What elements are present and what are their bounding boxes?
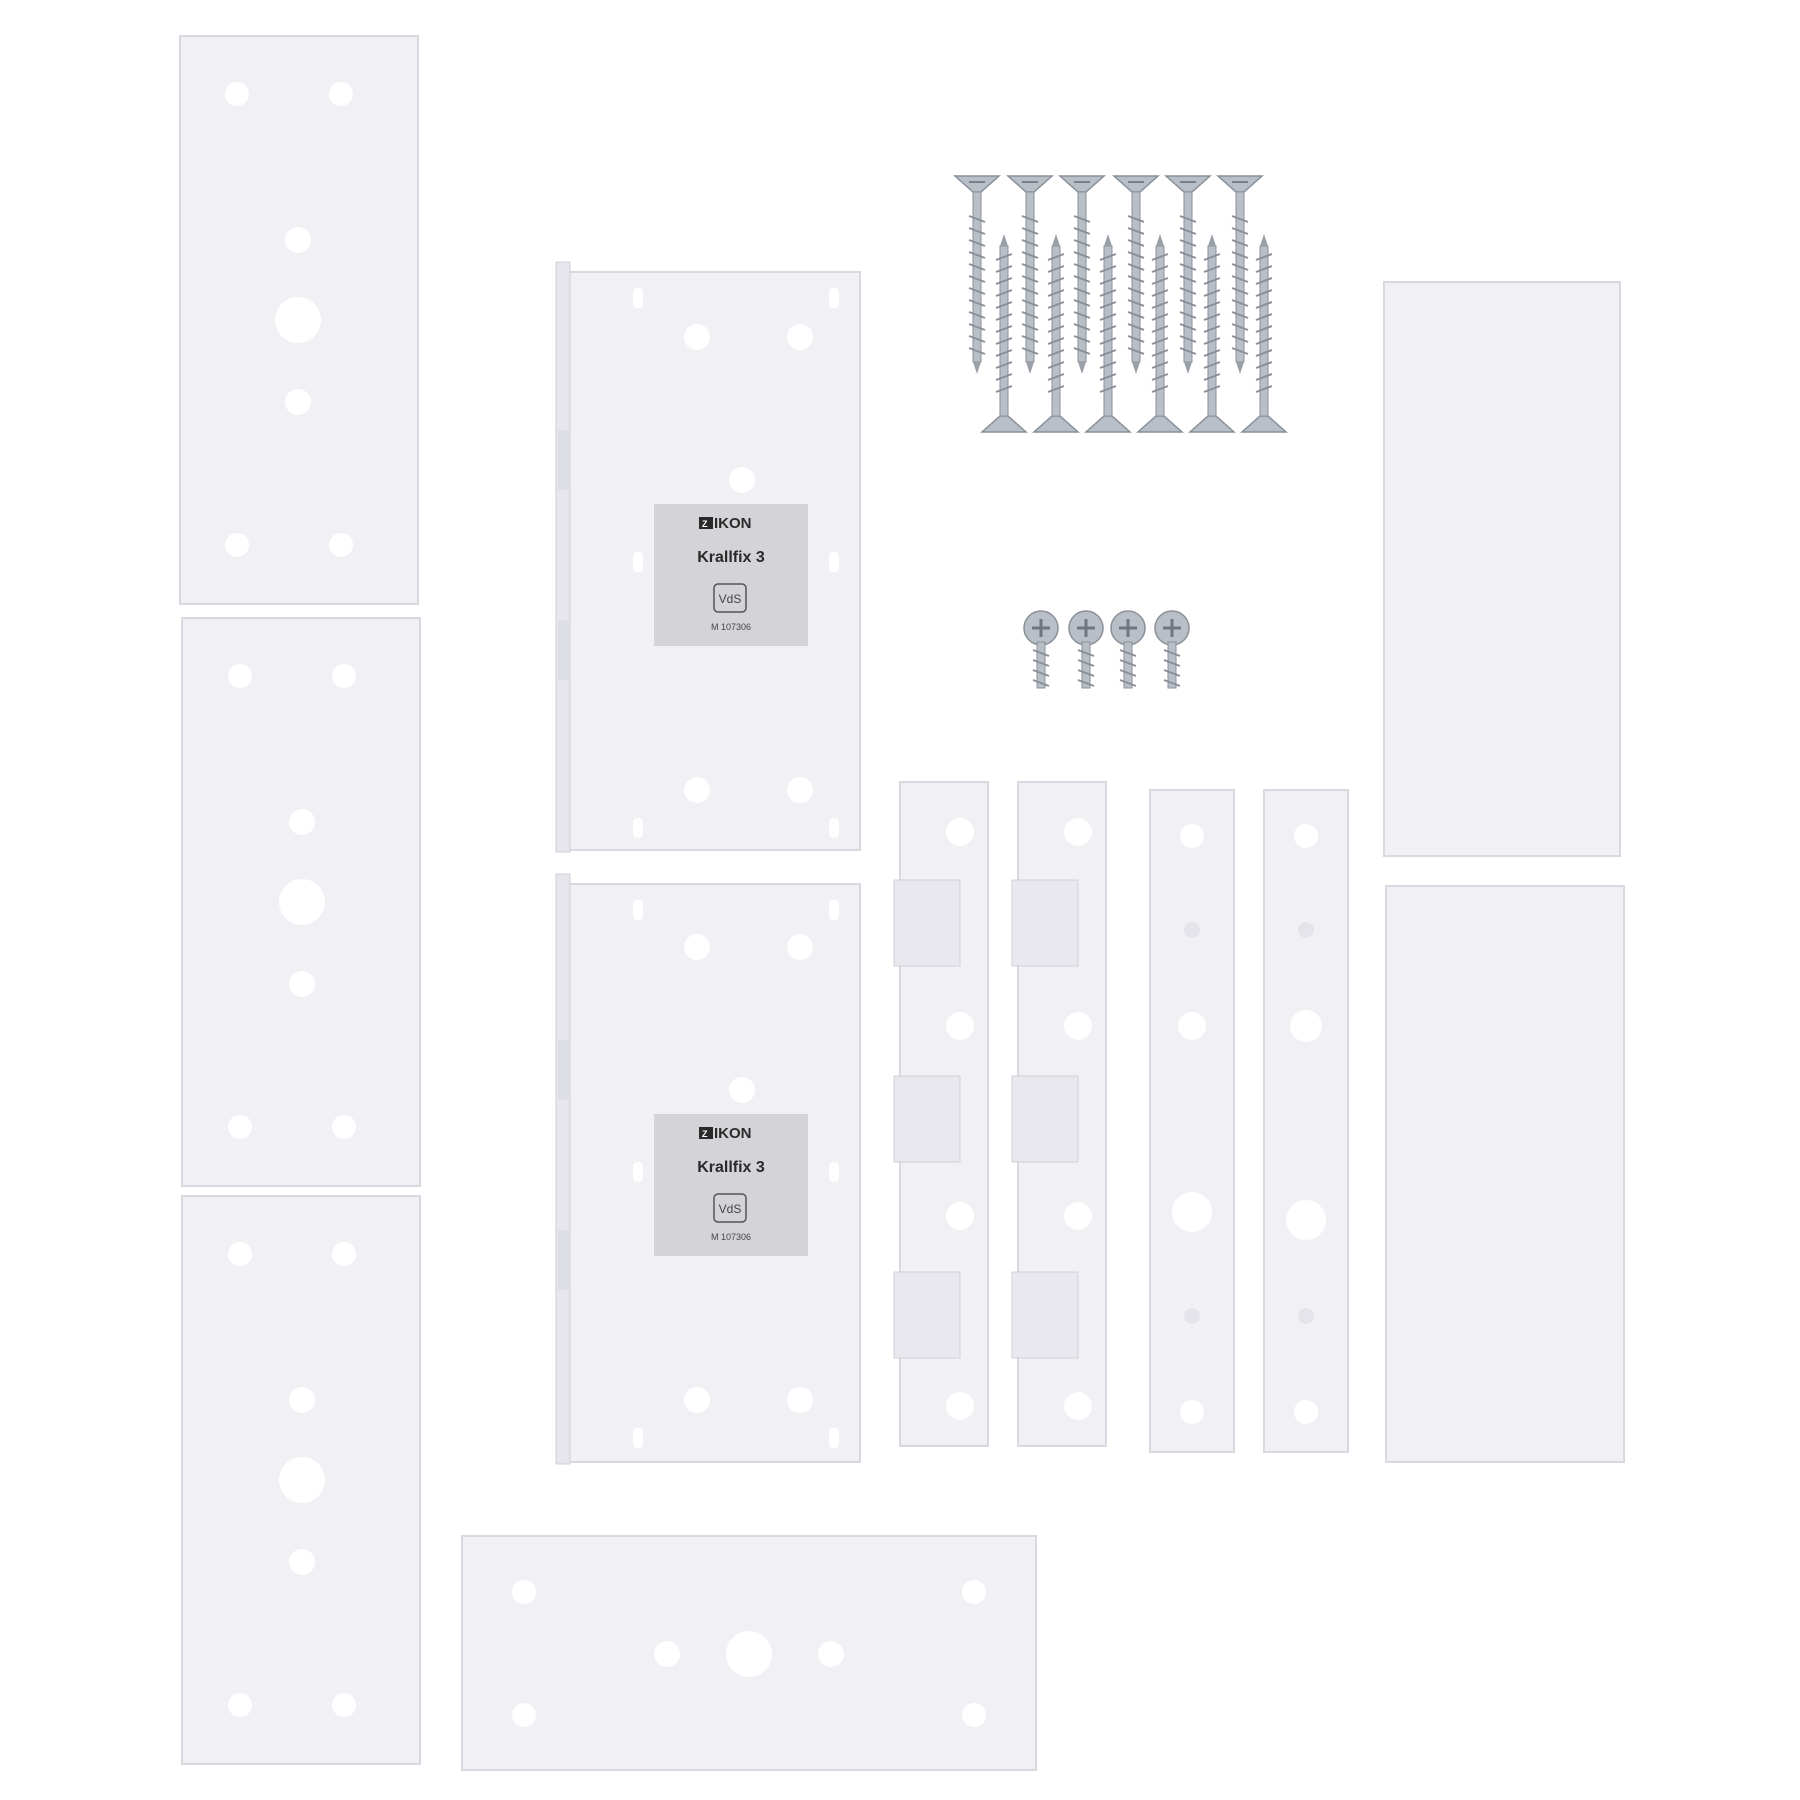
hinge-strip-1 — [893, 781, 989, 1447]
long-screw — [1165, 175, 1211, 375]
mounting-bracket-1: Z IKON Krallfix 3 VdS M 107306 — [555, 261, 861, 853]
sticker-1-brand: IKON — [714, 515, 752, 532]
long-screw — [1007, 175, 1053, 375]
ikon-logo-icon: Z — [699, 517, 713, 529]
svg-text:Z: Z — [702, 519, 708, 529]
long-screws — [954, 175, 1287, 433]
long-screw — [1189, 233, 1235, 433]
long-screw — [1217, 175, 1263, 375]
short-screw — [1022, 609, 1060, 690]
sticker-2-code: M 107306 — [711, 1232, 751, 1242]
sticker-2-brand: IKON — [714, 1125, 752, 1142]
sticker-2-model: Krallfix 3 — [697, 1159, 765, 1176]
sticker-2-cert: VdS — [719, 1202, 742, 1216]
sticker-1-code: M 107306 — [711, 622, 751, 632]
mounting-bracket-2: Z IKON Krallfix 3 VdS M 107306 — [555, 873, 861, 1465]
long-screw — [1085, 233, 1131, 433]
hinge-strip-2 — [1011, 781, 1107, 1447]
long-screw — [981, 233, 1027, 433]
short-screw — [1109, 609, 1147, 690]
svg-text:Z: Z — [702, 1129, 708, 1139]
cover-panel-1 — [1383, 281, 1621, 857]
left-plate-2 — [181, 617, 421, 1187]
cover-panel-2 — [1385, 885, 1625, 1463]
left-plate-1 — [179, 35, 419, 605]
short-screw — [1153, 609, 1191, 690]
left-plate-3 — [181, 1195, 421, 1765]
sticker-1-model: Krallfix 3 — [697, 549, 765, 566]
long-screw — [1113, 175, 1159, 375]
product-sticker-2: Z IKON Krallfix 3 VdS M 107306 — [654, 1114, 808, 1256]
long-screw — [1241, 233, 1287, 433]
flat-strip-1 — [1149, 789, 1235, 1453]
short-screw — [1067, 609, 1105, 690]
long-screw — [1059, 175, 1105, 375]
short-screws — [1022, 609, 1191, 690]
bottom-horizontal-plate — [461, 1535, 1037, 1771]
long-screw — [954, 175, 1000, 375]
long-screw — [1137, 233, 1183, 433]
product-sticker-1: Z IKON Krallfix 3 VdS M 107306 — [654, 504, 808, 646]
flat-strip-2 — [1263, 789, 1349, 1453]
sticker-1-cert: VdS — [719, 592, 742, 606]
long-screw — [1033, 233, 1079, 433]
ikon-logo-icon: Z — [699, 1127, 713, 1139]
